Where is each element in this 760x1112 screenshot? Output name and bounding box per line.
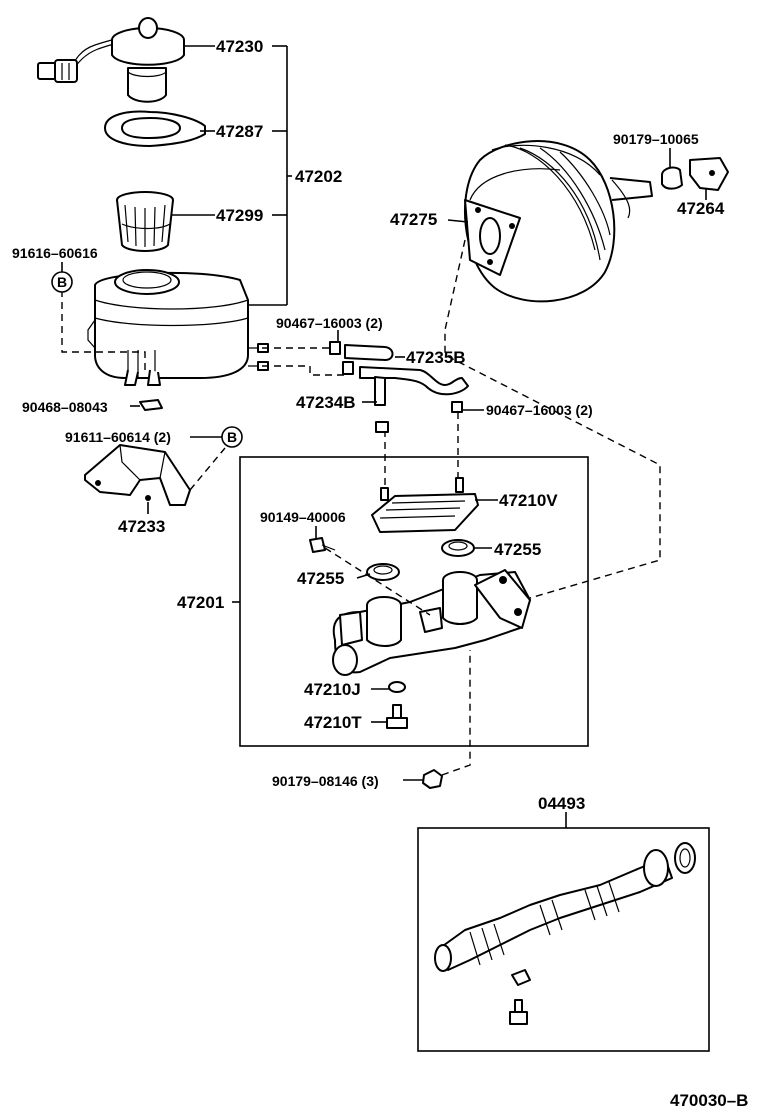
label-47235b: 47235B bbox=[406, 348, 466, 367]
label-47287: 47287 bbox=[216, 122, 263, 141]
clip-upper bbox=[375, 421, 389, 433]
callout-b-lower: B bbox=[221, 426, 243, 448]
label-47233: 47233 bbox=[118, 517, 165, 536]
label-90468-08043: 90468–08043 bbox=[22, 399, 108, 415]
reservoir-gasket bbox=[104, 110, 206, 147]
piston-kit bbox=[434, 842, 696, 1025]
nut-90179-08146 bbox=[422, 769, 443, 789]
reservoir-strainer bbox=[116, 191, 174, 252]
plug-47210t bbox=[386, 704, 408, 729]
label-47210t: 47210T bbox=[304, 713, 362, 732]
reservoir-tank bbox=[87, 269, 269, 386]
label-90467-16003-upper: 90467–16003 (2) bbox=[276, 315, 383, 331]
label-47234b: 47234B bbox=[296, 393, 356, 412]
callout-b-upper: B bbox=[51, 271, 73, 293]
label-90467-16003-lower: 90467–16003 (2) bbox=[486, 402, 593, 418]
brake-booster bbox=[464, 140, 653, 303]
hose-line-2 bbox=[262, 365, 345, 376]
nut-to-mc-line bbox=[441, 650, 471, 776]
label-91616-60616: 91616–60616 bbox=[12, 245, 98, 261]
label-91611-60614: 91611–60614 (2) bbox=[65, 429, 171, 445]
figure-reference: 470030–B bbox=[670, 1091, 748, 1110]
label-47299: 47299 bbox=[216, 206, 263, 225]
reservoir-cap-sensor bbox=[37, 17, 185, 103]
label-47264: 47264 bbox=[677, 199, 725, 218]
seal-47210j bbox=[388, 681, 406, 693]
screw-90149 bbox=[309, 537, 336, 553]
booster-to-mc-line bbox=[444, 239, 661, 599]
bracket-to-b-line bbox=[189, 447, 226, 491]
reservoir-hoses bbox=[329, 341, 469, 413]
reservoir-bracket-line bbox=[61, 290, 146, 375]
master-cylinder-body bbox=[332, 569, 531, 676]
svg-text:B: B bbox=[227, 429, 237, 445]
label-47210v: 47210V bbox=[499, 491, 558, 510]
reservoir-cover-47210v bbox=[371, 477, 479, 533]
label-47255-left: 47255 bbox=[297, 569, 344, 588]
booster-clevis-47264 bbox=[661, 157, 729, 191]
label-04493: 04493 bbox=[538, 794, 585, 813]
label-90179-10065: 90179–10065 bbox=[613, 131, 699, 147]
grommet-47255-right bbox=[441, 539, 475, 557]
svg-text:B: B bbox=[57, 274, 67, 290]
screw-to-mc-line bbox=[324, 547, 431, 616]
label-47202: 47202 bbox=[295, 167, 342, 186]
leader-lines bbox=[61, 45, 707, 828]
repair-kit-box bbox=[417, 827, 710, 1052]
grommet-47255-left bbox=[366, 563, 400, 581]
label-47275: 47275 bbox=[390, 210, 437, 229]
label-47201: 47201 bbox=[177, 593, 224, 612]
label-47230: 47230 bbox=[216, 37, 263, 56]
reservoir-bracket-47233 bbox=[84, 444, 191, 506]
label-90179-08146: 90179–08146 (3) bbox=[272, 773, 379, 789]
label-47210j: 47210J bbox=[304, 680, 361, 699]
label-47255-right: 47255 bbox=[494, 540, 541, 559]
label-90149-40006: 90149–40006 bbox=[260, 509, 346, 525]
clip-90468 bbox=[139, 399, 163, 411]
